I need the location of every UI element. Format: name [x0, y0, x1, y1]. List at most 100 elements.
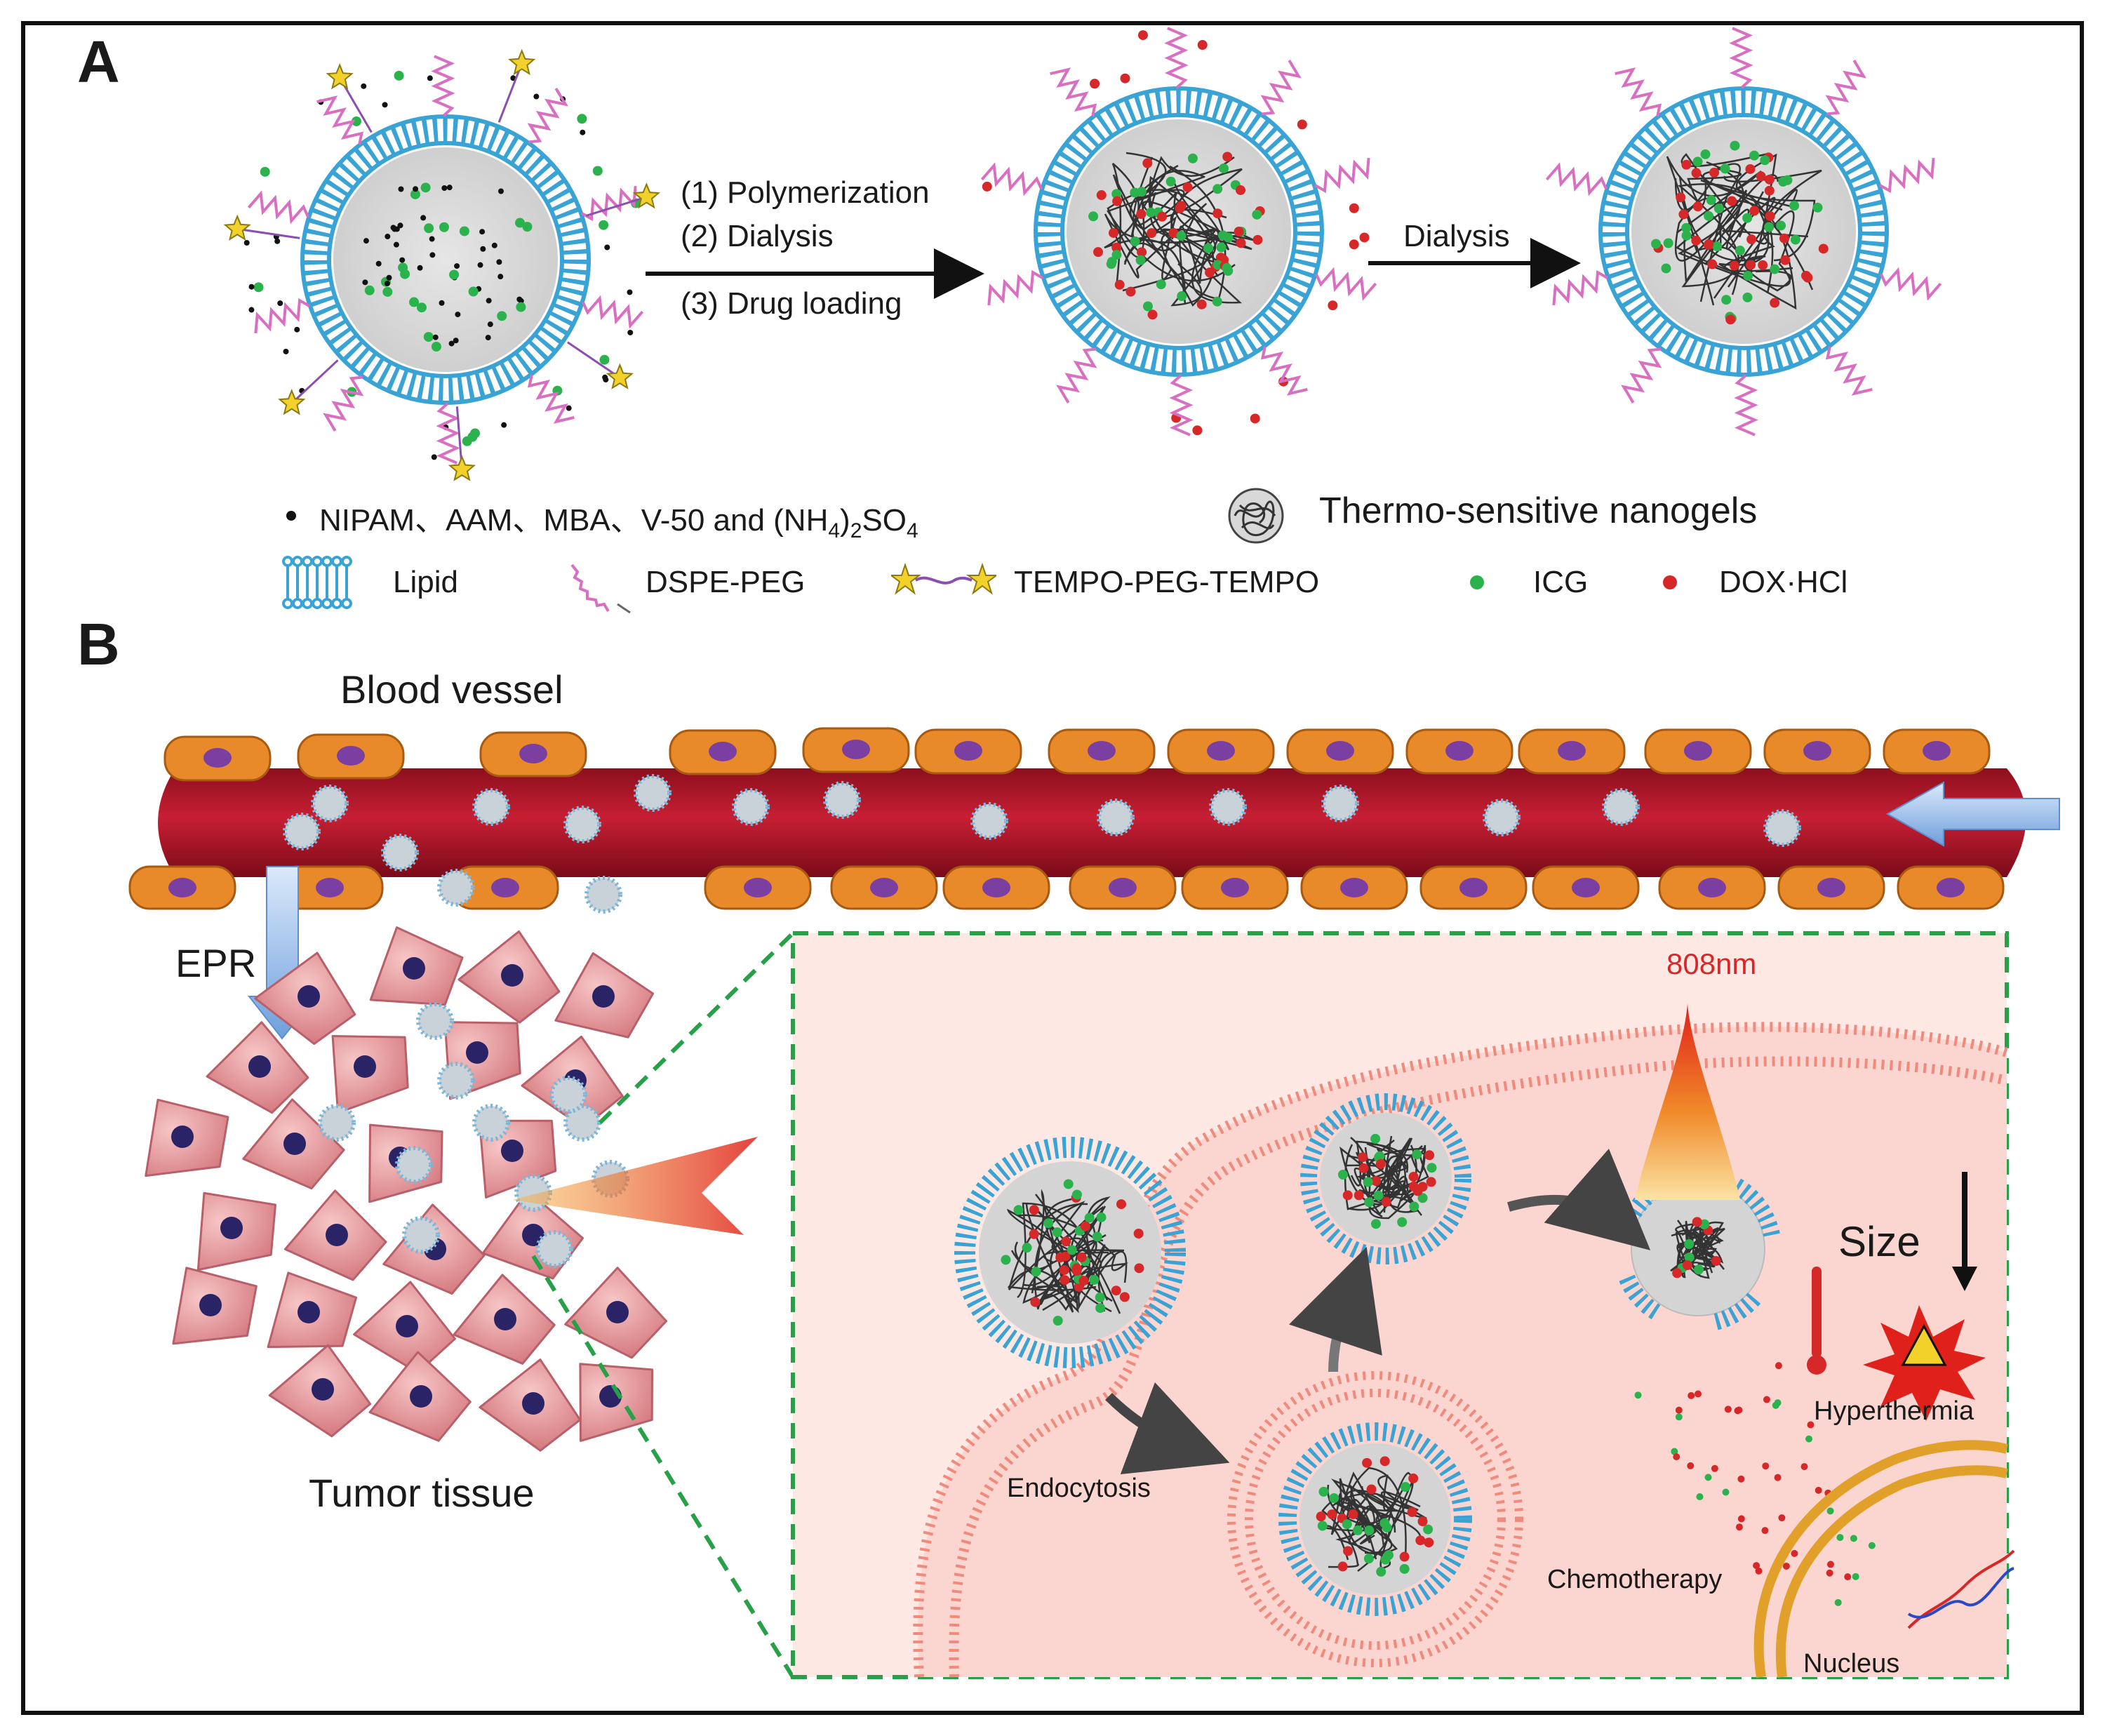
- endothelial-nucleus: [1445, 741, 1474, 761]
- dox-dot: [1681, 159, 1692, 170]
- dox-dot: [1316, 1511, 1326, 1522]
- mono-dot: [420, 215, 427, 221]
- released-drug: [1762, 1462, 1770, 1470]
- mono-dot: [487, 321, 493, 328]
- icg-dot: [1071, 1189, 1082, 1200]
- free-monomer: [592, 166, 603, 176]
- dox-dot: [1348, 1509, 1358, 1520]
- icg-dot: [1031, 1267, 1041, 1277]
- icg-dot: [468, 286, 479, 297]
- dox-dot: [1780, 255, 1791, 265]
- endothelial-nucleus: [982, 878, 1010, 897]
- released-drug: [1711, 1464, 1718, 1472]
- released-drug: [1761, 1527, 1769, 1535]
- endocytosis-label: Endocytosis: [1007, 1474, 1151, 1503]
- dox-dot: [1417, 1516, 1428, 1527]
- dox-dot: [1116, 1199, 1126, 1210]
- dox-dot: [1134, 1263, 1144, 1274]
- dox-dot: [1381, 1196, 1391, 1207]
- dox-dot: [1071, 1266, 1082, 1276]
- icg-dot: [1217, 230, 1228, 241]
- free-dox: [1090, 79, 1100, 89]
- tumor-nucleus: [466, 1041, 488, 1064]
- icg-dot: [1663, 238, 1673, 248]
- dox-dot: [1168, 227, 1179, 238]
- mono-dot: [453, 338, 459, 344]
- polymer-chain: [1361, 1474, 1427, 1520]
- released-drug: [1695, 1390, 1702, 1398]
- dox-dot: [1707, 259, 1718, 269]
- dox-dot: [1176, 201, 1187, 211]
- mono-dot: [386, 274, 392, 281]
- tempo-linker: [567, 341, 621, 379]
- dox-dot: [1357, 1152, 1368, 1163]
- legend-tempo: TEMPO-PEG-TEMPO: [1014, 565, 1320, 599]
- released-drug: [1735, 1523, 1743, 1531]
- accumulated-nanogel: [472, 1104, 510, 1142]
- peg-chain: [1621, 347, 1662, 403]
- polymer-chain: [1349, 1499, 1385, 1547]
- icg-dot: [1329, 1493, 1339, 1504]
- dox-dot: [1061, 1236, 1071, 1247]
- released-drug: [1826, 1561, 1834, 1568]
- released-drug: [1836, 1534, 1844, 1542]
- dox-dot: [1029, 1229, 1039, 1239]
- dox-dot: [1749, 206, 1760, 216]
- free-dox: [1349, 203, 1359, 213]
- free-monomer: [604, 244, 610, 251]
- peg-chain: [436, 402, 460, 465]
- tumor-tissue-label: Tumor tissue: [309, 1471, 535, 1515]
- peg-chain: [1880, 267, 1942, 301]
- icg-dot: [1165, 176, 1176, 187]
- icg-dot: [424, 223, 434, 234]
- free-monomer: [243, 239, 250, 246]
- released-drug: [1704, 1474, 1712, 1481]
- endothelial-nucleus: [842, 740, 870, 759]
- released-drug: [1800, 1463, 1808, 1471]
- peg-chain: [247, 190, 309, 225]
- tempo-star: [223, 214, 251, 241]
- icg-dot: [1095, 1293, 1105, 1303]
- icg-dot: [1096, 1212, 1107, 1222]
- mono-dot: [439, 300, 445, 306]
- polymer-chain: [1330, 1478, 1392, 1545]
- free-dox: [1359, 232, 1370, 243]
- step-polymerization: (1) Polymerization: [681, 175, 930, 210]
- dox-dot: [1133, 1228, 1144, 1238]
- mono-dot: [375, 260, 382, 267]
- free-monomer: [382, 102, 388, 108]
- icg-dot: [497, 311, 507, 321]
- tumor-laser-beam: [512, 1137, 758, 1235]
- icg-dot: [439, 222, 449, 232]
- icg-dot: [1417, 1193, 1428, 1203]
- monomer-dots: [243, 70, 641, 460]
- icg-dot: [1699, 1219, 1710, 1229]
- icg-dot: [1376, 1566, 1386, 1577]
- dox-dot: [1745, 163, 1756, 174]
- icg-dot: [409, 297, 420, 307]
- blood-flow-arrow: [1885, 781, 2060, 847]
- dox-dot: [1137, 247, 1147, 258]
- endothelial-nucleus: [1221, 878, 1249, 897]
- free-monomer: [599, 354, 610, 365]
- endothelial-nucleus: [1572, 878, 1600, 897]
- icg-dot: [1770, 264, 1780, 274]
- endothelial-nucleus: [203, 748, 232, 768]
- tumor-nucleus: [396, 1315, 418, 1337]
- dox-dot: [1078, 1276, 1089, 1286]
- free-monomer: [361, 83, 367, 89]
- endothelial-nucleus: [1558, 741, 1586, 761]
- icg-dot: [1176, 231, 1187, 241]
- dspe-peg-icon: [570, 563, 631, 614]
- dox-dot: [1371, 1176, 1382, 1187]
- free-monomer: [248, 283, 255, 290]
- mono-dot: [384, 280, 390, 286]
- dox-dot: [1125, 286, 1136, 297]
- dox-dot: [1379, 1456, 1390, 1467]
- tumor-nucleus: [606, 1301, 629, 1323]
- mono-dot: [390, 225, 396, 231]
- legend-dox: DOX·HCl: [1719, 565, 1848, 599]
- dox-dot: [1111, 1286, 1121, 1296]
- released-drug: [1826, 1507, 1834, 1515]
